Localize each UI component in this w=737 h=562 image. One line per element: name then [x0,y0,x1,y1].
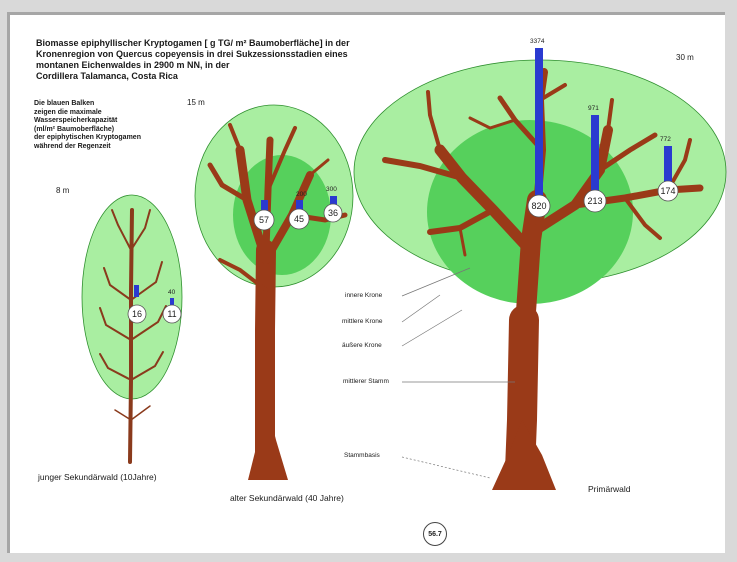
biomass-value-small-2: 11 [167,309,176,319]
bar-primary-1 [535,48,543,198]
label-outer-crown: äußere Krone [342,342,382,349]
large-tree-trunk-base [492,420,556,490]
label-inner-crown: innere Krone [345,292,382,299]
biomass-value-primary-1: 820 [531,201,546,211]
leader-inner-crown [402,268,470,296]
biomass-value-primary-2: 213 [587,196,602,206]
label-mid-trunk: mittlerer Stamm [343,378,389,385]
biomass-value-medium-2: 45 [294,214,304,224]
biomass-value-medium-1: 57 [259,215,269,225]
bar-small-1 [134,285,139,297]
page-number-badge: 56.7 [423,522,447,546]
bar-value-primary-3: 772 [660,136,671,143]
leader-trunk-base [402,457,490,478]
bar-value-small-2: 40 [168,289,176,296]
bar-primary-3 [664,146,672,184]
page-number: 56.7 [428,531,442,538]
caption-primary-forest: Primärwald [588,484,631,494]
biomass-value-medium-3: 36 [328,208,338,218]
caption-young-forest: junger Sekundärwald (10Jahre) [38,472,157,482]
bar-value-primary-2: 971 [588,105,599,112]
label-trunk-base: Stammbasis [344,452,380,459]
leader-lines [402,268,515,478]
leader-middle-crown [402,295,440,322]
caption-old-forest: alter Sekundärwald (40 Jahre) [230,493,344,503]
bar-value-medium-2: 200 [296,191,307,198]
bar-value-medium-3: 300 [326,186,337,193]
bar-primary-2 [591,115,599,195]
bar-value-primary-1: 3374 [530,38,545,45]
biomass-value-small-1: 16 [132,309,142,319]
medium-tree-trunk-base [248,400,288,480]
biomass-value-primary-3: 174 [660,186,675,196]
label-middle-crown: mittlere Krone [342,318,382,325]
